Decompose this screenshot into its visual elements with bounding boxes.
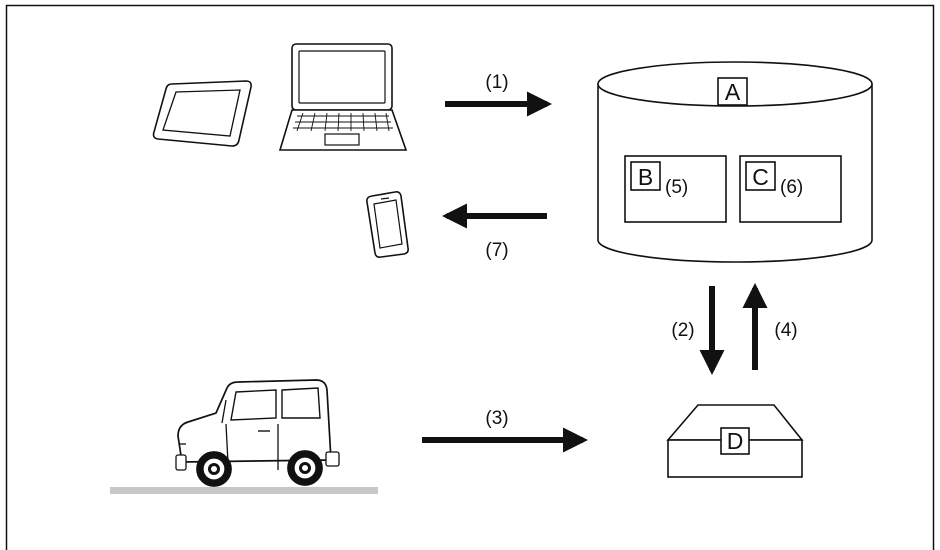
module-b-label-box xyxy=(630,161,661,191)
arrow-3-label: (3) xyxy=(485,408,508,429)
arrow-1-label: (1) xyxy=(485,72,508,93)
device-d-label: D xyxy=(727,428,744,454)
server-label: A xyxy=(725,79,741,105)
module-c-label: C xyxy=(752,164,769,190)
arrow-4-label: (4) xyxy=(774,320,797,341)
car-icon xyxy=(175,379,340,487)
module-c-label-box xyxy=(745,161,776,191)
module-b-label: B xyxy=(638,164,653,190)
server-label-box xyxy=(717,77,748,106)
device-d-label-box xyxy=(720,427,750,455)
module-b-step: (5) xyxy=(665,177,688,198)
ground-line xyxy=(110,487,378,494)
tablet-icon xyxy=(152,80,252,147)
smartphone-icon xyxy=(366,191,409,258)
diagram-frame xyxy=(5,4,935,550)
arrow-2-label: (2) xyxy=(671,320,694,341)
arrow-7-label: (7) xyxy=(485,240,508,261)
module-c-step: (6) xyxy=(780,177,803,198)
laptop-icon xyxy=(278,43,408,151)
